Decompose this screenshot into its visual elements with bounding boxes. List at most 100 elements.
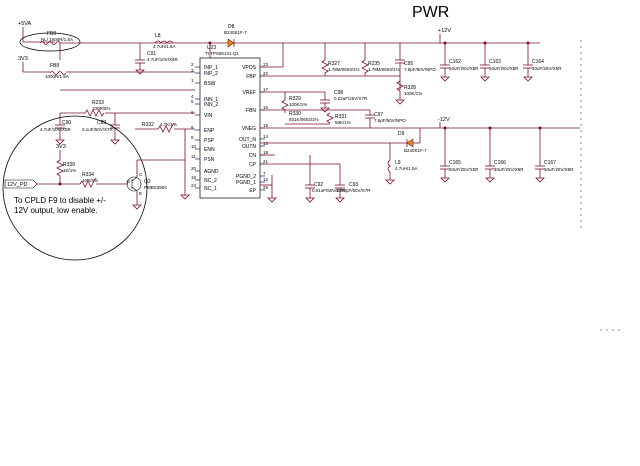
ic-right-pins: VPOS23FBP22VREF17FBN16VNEG15OUT_N14OUTN1…	[236, 62, 269, 194]
c91-ref: C91	[147, 51, 156, 57]
c164-val: 10uF/25V/X5R	[532, 66, 562, 71]
c91-val: 4.7uF/10V/X5R	[147, 57, 179, 62]
c89-gnd-icon	[110, 139, 120, 145]
c164-ref: C164	[532, 59, 544, 65]
sheet-title: PWR	[412, 4, 449, 21]
ic-pin-name: ENN	[204, 147, 215, 153]
ic-pin-name: VIN	[204, 113, 213, 119]
node-dot	[443, 126, 447, 130]
c89-ref: C89	[97, 120, 106, 126]
ic-pin-name: EP	[249, 188, 256, 194]
r339-ref: R339	[63, 162, 75, 168]
r331-val: 59K/1%	[335, 120, 351, 125]
node-dot	[208, 41, 212, 45]
cap-gnd-icon	[485, 177, 495, 183]
d8-diode-icon	[227, 38, 235, 48]
c95-ref: C95	[404, 61, 413, 67]
ic-pin-number: 20	[191, 166, 197, 171]
ic-body	[199, 57, 261, 199]
ic-pin-number: 14	[263, 134, 269, 139]
c97-val: 7.6pF/50V/NPO	[374, 118, 406, 123]
cap-gnd-icon	[440, 177, 450, 183]
ic-pin-number: 21	[263, 159, 269, 164]
c166-val: 10uF/25V/X5R	[494, 167, 524, 172]
ic-pin-name: PGND_2	[236, 174, 256, 180]
l9-gnd-icon	[385, 179, 395, 185]
q2-c-label: C	[139, 172, 143, 177]
r334-symbol	[79, 177, 97, 188]
fb9-symbol	[39, 41, 61, 45]
r332-symbol	[157, 122, 175, 133]
r327-symbol	[321, 59, 329, 74]
fb8-symbol	[49, 71, 67, 75]
positive-output-caps: C16210uF/25V/X5RC16310uF/25V/X5RC16410uF…	[440, 41, 562, 82]
c93-val: 4700pF/50V/X7R	[336, 188, 371, 193]
c91-gnd-icon	[135, 69, 145, 75]
en-p3v-label: 3V3	[56, 144, 66, 150]
note-line-2: 12V output, low enable.	[14, 206, 98, 215]
ic-pin-name: NC_1	[204, 186, 217, 192]
ic-pin-number: 17	[263, 87, 269, 92]
ic-pin-name: OUT_N	[239, 137, 256, 143]
net-p12v-label: +12V	[438, 28, 451, 34]
r332-val: 4.7K/1%	[160, 122, 177, 127]
r339-symbol	[56, 159, 64, 177]
ic-pin-name: INN_1	[204, 97, 218, 103]
net-en12-flag	[4, 179, 38, 189]
ic-pin-number: 8	[191, 135, 194, 140]
ic-pin-number: 19	[191, 175, 197, 180]
c167-ref: C167	[544, 160, 556, 166]
fb8-val: 1000R/1.5A	[45, 74, 69, 79]
ic-pin-name: FBP	[246, 74, 256, 80]
ic-left-pins: INP_12INP_23BSW1INN_14INN_25VIN6ENP9PSP8…	[191, 62, 219, 192]
ic-pin-name: CN	[249, 153, 257, 159]
ic-pin-number: 22	[263, 71, 269, 76]
ic-pin-name: VPOS	[242, 65, 257, 71]
r328-ref: R328	[404, 85, 416, 91]
c90-gnd-icon	[55, 139, 65, 145]
r334-ref: R334	[82, 172, 94, 178]
l9-symbol	[387, 159, 391, 173]
c163-val: 10uF/25V/X5R	[489, 66, 519, 71]
node-dot	[443, 41, 447, 45]
q2-b-label: B	[127, 179, 130, 184]
d9-diode-icon	[406, 138, 414, 148]
ic-pin-number: 18	[263, 150, 269, 155]
c166-ref: C166	[494, 160, 506, 166]
r233-symbol	[84, 109, 105, 117]
d9-ref: D9	[398, 131, 405, 137]
c95-val: 7.6pF/50V/NPO	[404, 67, 436, 72]
ic-pin-number: 9	[191, 125, 194, 130]
ic-pin-number: 23	[263, 62, 269, 67]
r328-val: 100K/1%	[404, 91, 422, 96]
c90-ref: C90	[62, 120, 71, 126]
q2-ref: Q2	[144, 179, 151, 185]
d8-ref: D8	[228, 24, 235, 30]
q2-transistor-icon	[126, 176, 142, 192]
net-p5v-label: +5VA	[18, 21, 32, 27]
q2-e-label: E	[139, 191, 142, 196]
ic-pin-number: 16	[263, 105, 269, 110]
ic-pin-number: 4	[191, 94, 194, 99]
ic-pin-number: 24	[191, 183, 197, 188]
r330-val: 931K/0603/1%	[289, 117, 319, 122]
r328-symbol	[396, 80, 404, 92]
net-en12-label: 12V_PD	[7, 182, 28, 188]
r331-ref: R331	[335, 114, 347, 120]
fb8-ref: FB8	[50, 63, 59, 69]
q2-emitter-leg	[131, 186, 138, 192]
c163-ref: C163	[489, 59, 501, 65]
c93-ref: C93	[349, 182, 358, 188]
ic-pin-number: 3	[191, 68, 194, 73]
ic-pin-name: INP_2	[204, 71, 218, 77]
net-n12v-label: -12V	[438, 117, 450, 123]
ic-pin-name: VREF	[243, 90, 256, 96]
d9-val: B240S1F-7	[404, 148, 427, 153]
q2-val: PMBS3904	[144, 185, 167, 190]
r339-val: 1K/1%	[63, 168, 76, 173]
d8-val: B240S1F-7	[224, 30, 247, 35]
ic-pin-name: ENP	[204, 128, 215, 134]
ic-ref: U23	[207, 45, 216, 51]
net-p3v-label: 3V3	[18, 56, 28, 62]
r327-val: 1.78M/0603/1%	[328, 67, 360, 72]
